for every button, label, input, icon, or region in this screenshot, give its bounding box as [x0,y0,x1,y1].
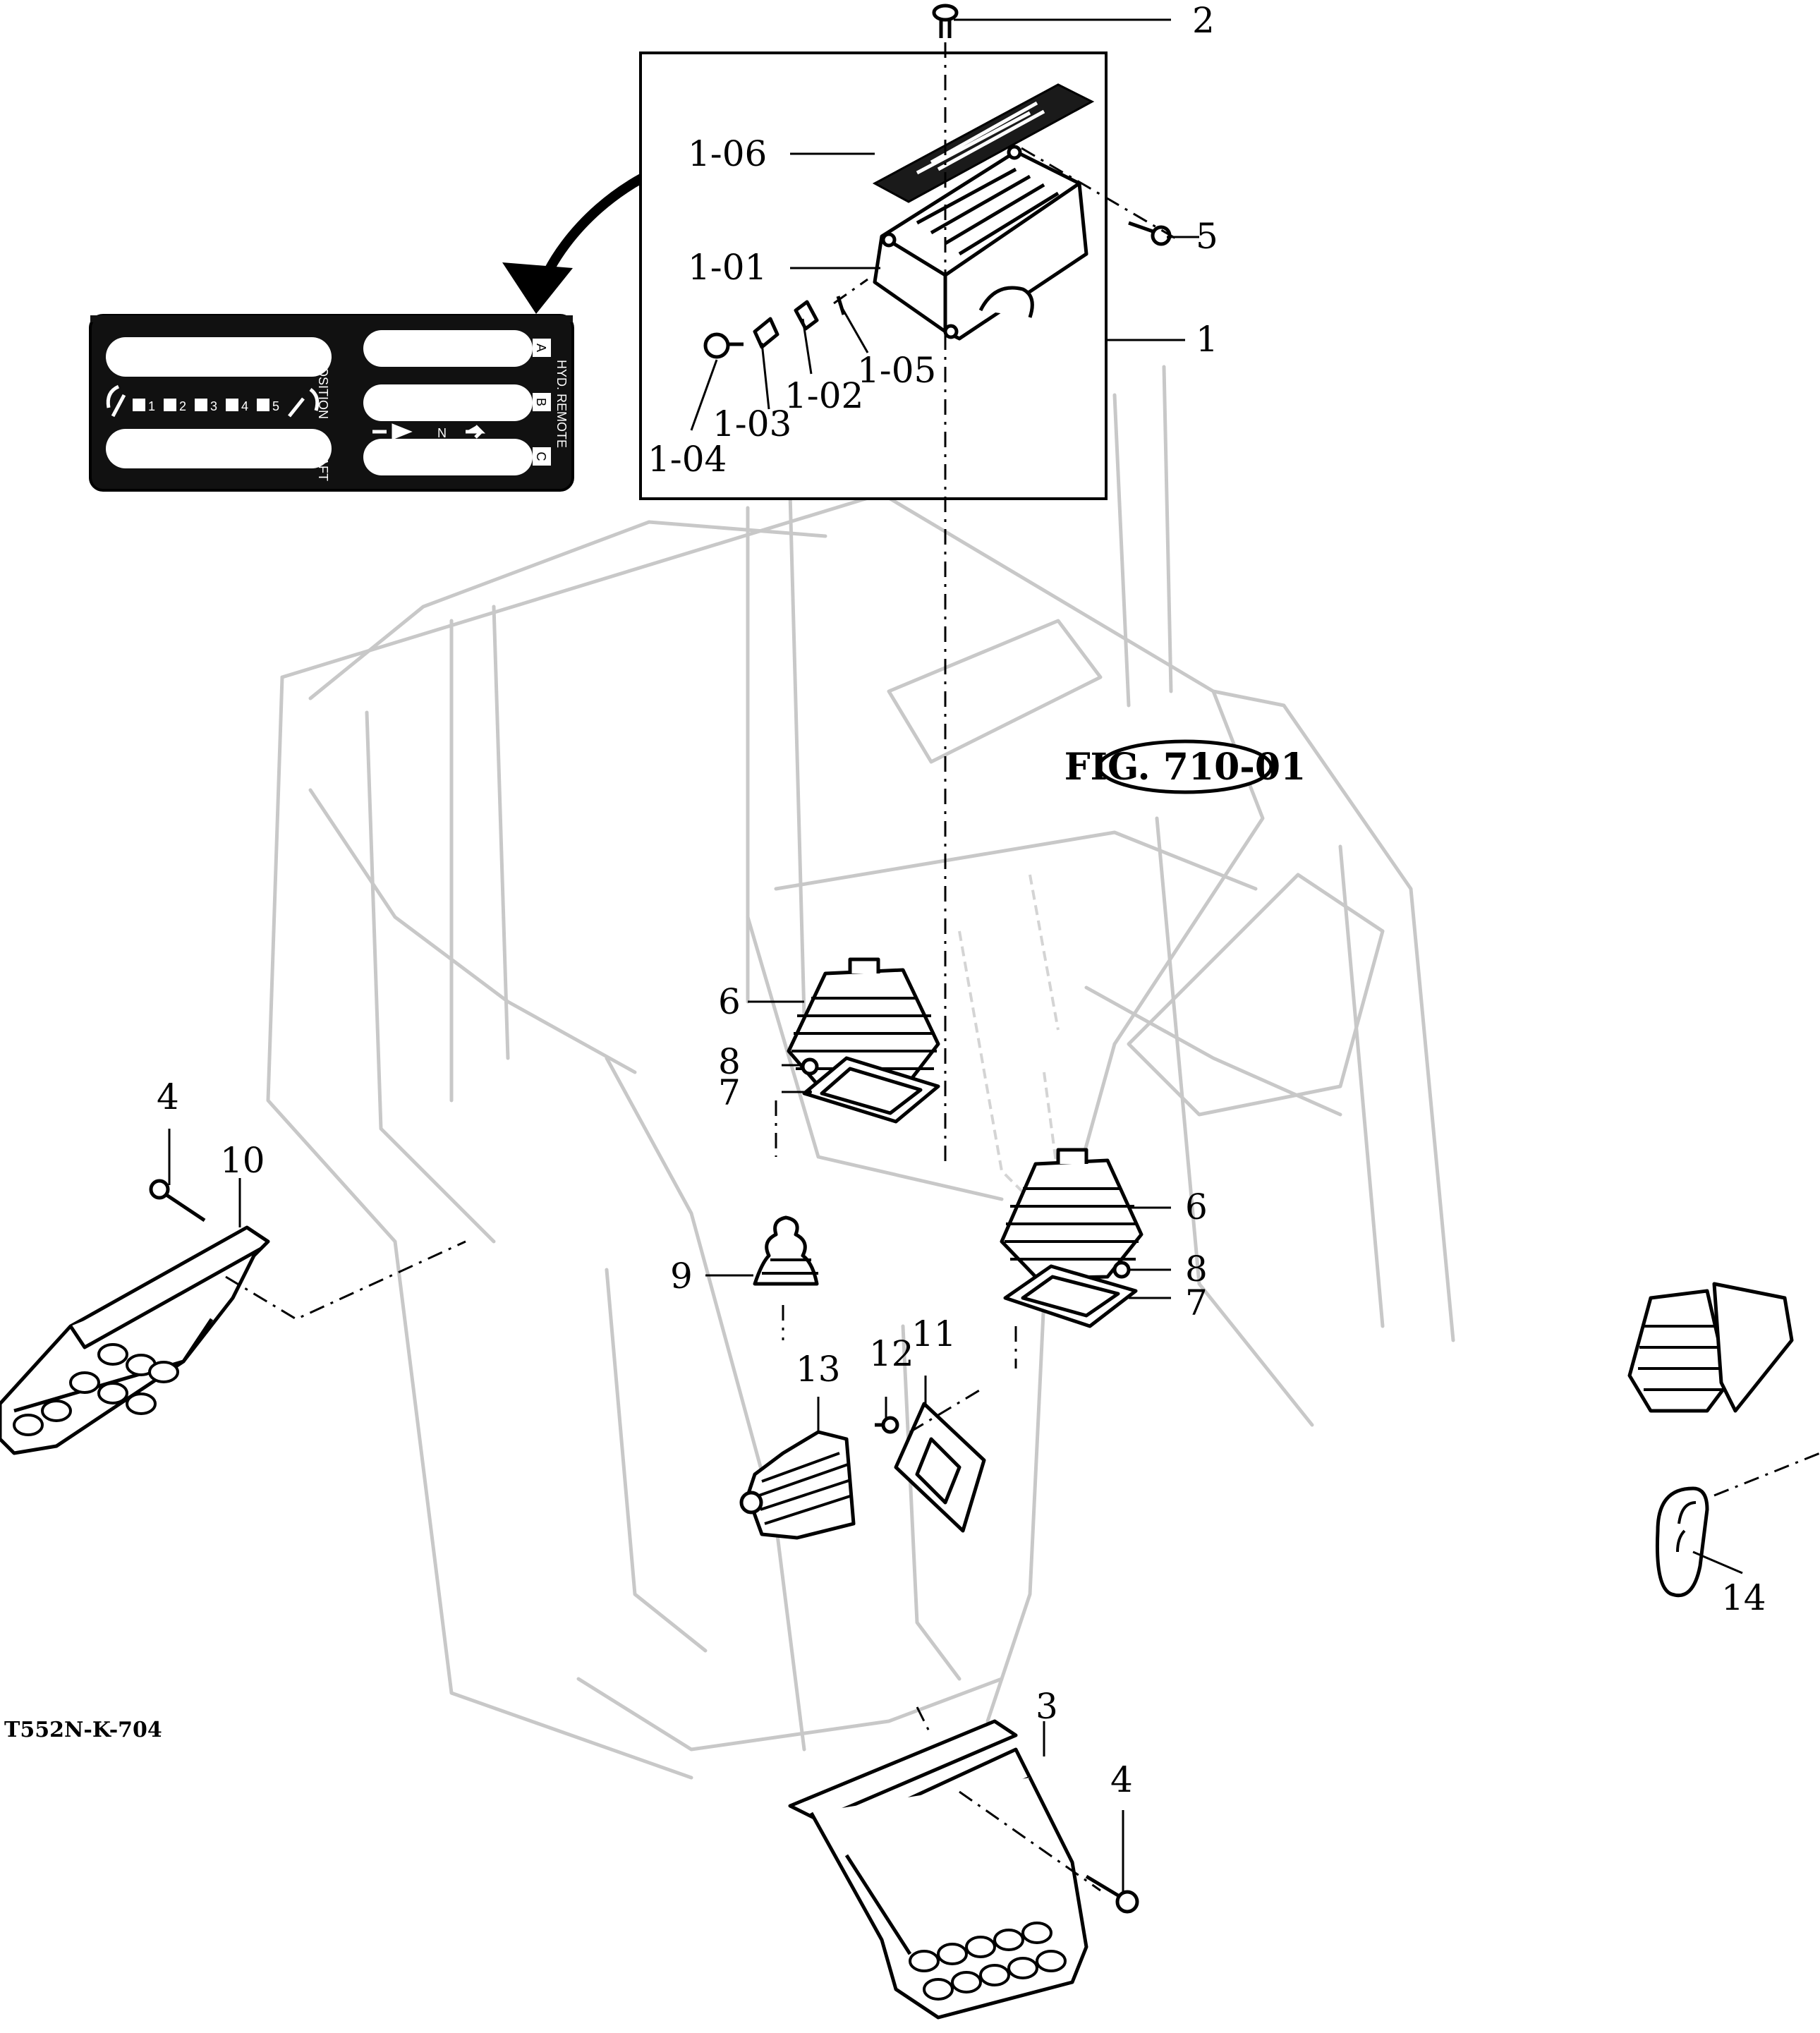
callout-10: 10 [220,1140,265,1181]
decal-1-06-detail: A B C POSITION DRAFT HYD. REMOTE 1 2 3 4… [89,314,574,492]
step-10-left [0,1225,270,1455]
callout-9: 9 [670,1256,693,1297]
assembly-dash-lines [225,147,1820,1892]
boot-6-lower [1000,1148,1143,1280]
callout-1-05: 1-05 [857,350,936,391]
screw-2 [932,4,959,38]
svg-text:1: 1 [148,399,155,413]
svg-text:2: 2 [179,399,186,413]
plate-11 [894,1402,986,1533]
callout-labels: 2 1-06 1-01 5 1 1-05 1-02 1-03 1-04 FIG.… [157,0,1766,1800]
callout-12: 12 [869,1333,914,1374]
bolt-4-left [149,1179,206,1222]
lever-icon [288,387,320,418]
svg-text:3: 3 [210,399,217,413]
callout-1: 1 [1196,319,1218,360]
cab-frame-outline [266,365,1455,1780]
decal-draft-label: DRAFT [316,439,330,481]
plate-7-lower [1003,1264,1138,1328]
bolt-4-lower [1085,1874,1139,1914]
callout-7-upper: 7 [718,1072,741,1113]
callout-8-lower: 8 [1185,1249,1208,1289]
decal-hyd-remote-label: HYD. REMOTE [554,360,569,448]
boot-9 [753,1215,819,1286]
figure-ref-text: FIG. 710-01 [1064,746,1306,789]
boot-13 [739,1430,856,1540]
callout-1-03: 1-03 [712,403,791,444]
callout-4-left: 4 [157,1076,179,1117]
callout-8-upper: 8 [718,1041,741,1082]
boot-right-detail [1627,1282,1794,1413]
callout-3: 3 [1036,1686,1058,1727]
callout-leaders [168,18,1743,1893]
decal-letter-b: B [534,398,548,406]
decal-step-scale: 1 2 3 4 5 [133,399,279,413]
step-3-lower [788,1719,1088,2020]
callout-5: 5 [1196,216,1218,257]
drawing-code: T552N-K-704 [4,1718,162,1742]
callout-11: 11 [911,1313,957,1354]
decal-arrows-row-1: N [372,394,486,411]
decal-arrows-row-2: N [372,423,486,440]
callout-2: 2 [1192,0,1215,41]
small-hardware [703,296,846,359]
plate-7-upper [802,1056,940,1124]
boot-6-upper [787,957,940,1094]
callout-1-01: 1-01 [688,247,767,288]
lever-decal-plate [872,83,1095,203]
callout-13: 13 [796,1349,841,1390]
bolt-5 [1128,221,1172,246]
svg-text:N: N [437,426,447,440]
decal-position-label: POSITION [316,358,330,419]
svg-text:4: 4 [241,399,248,413]
svg-text:5: 5 [272,399,279,413]
callout-14: 14 [1721,1577,1766,1618]
bolt-12 [875,1416,899,1434]
callout-6-upper: 6 [718,981,741,1022]
fastener-8-lower [1112,1261,1131,1279]
decal-letter-a: A [534,344,548,352]
callout-1-04: 1-04 [648,439,727,480]
fastener-8-upper [801,1057,819,1076]
callout-1-06: 1-06 [688,133,767,174]
callout-1-02: 1-02 [784,375,863,416]
decal-letter-c: C [534,452,548,461]
grommet-14 [1655,1486,1709,1597]
figure-ref-badge: FIG. 710-01 [1064,739,1306,794]
svg-text:N: N [437,396,447,411]
callout-7-lower: 7 [1185,1282,1208,1323]
lever-icon [106,384,126,418]
callout-4-lower: 4 [1110,1759,1133,1800]
callout-6-lower: 6 [1185,1187,1208,1227]
